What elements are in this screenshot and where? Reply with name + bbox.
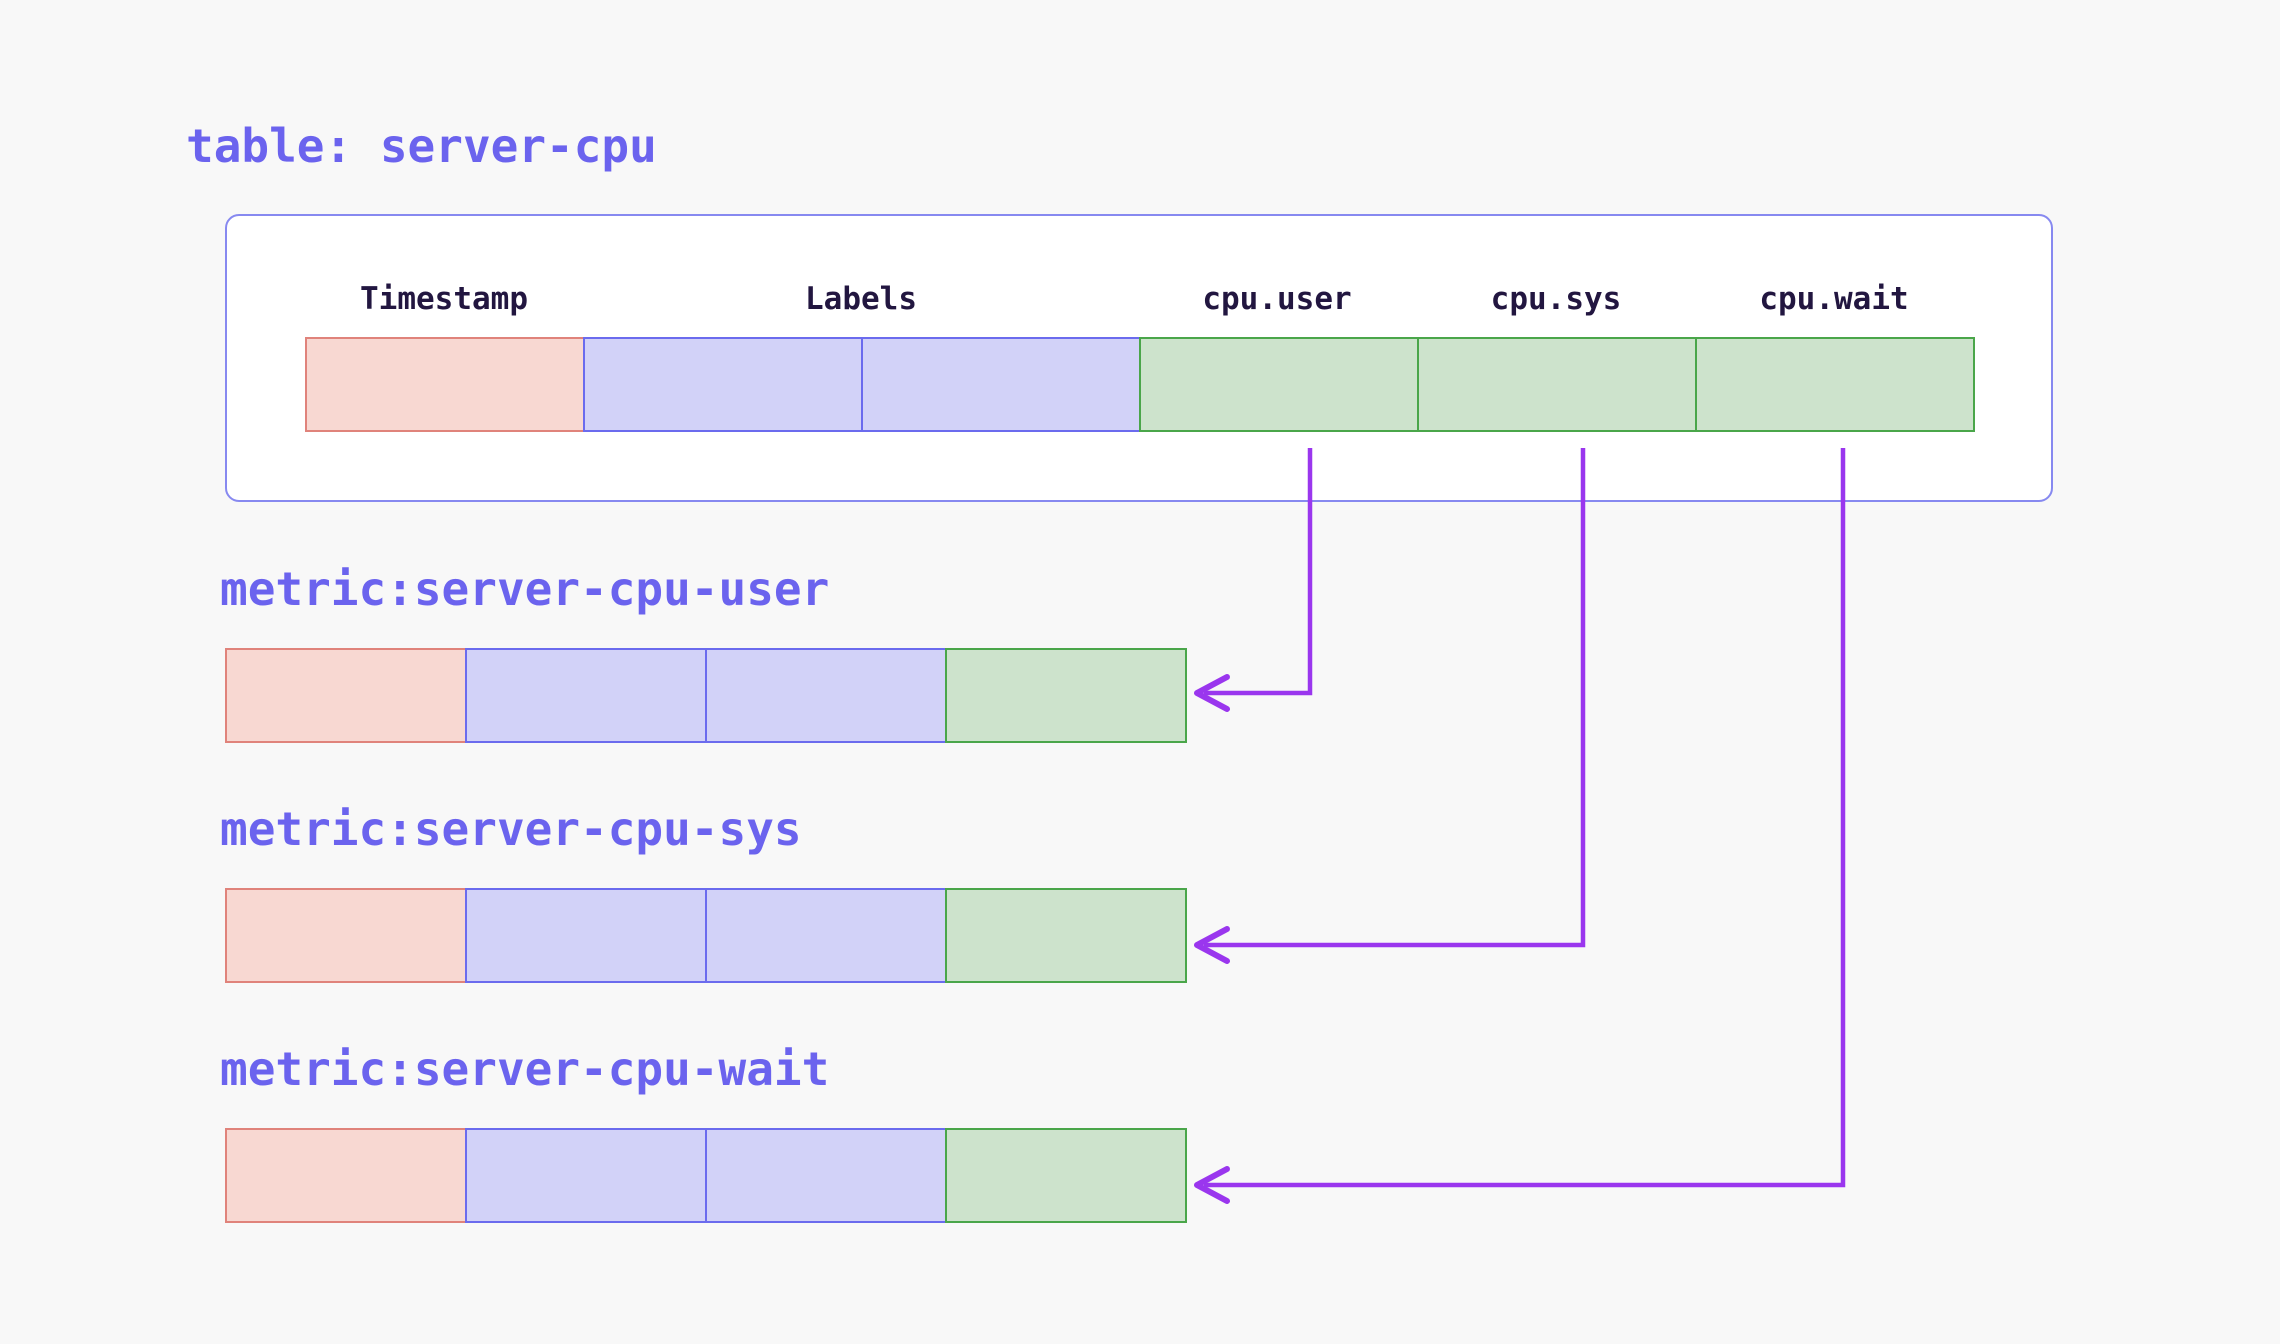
cell-timestamp (225, 888, 467, 983)
arrow-cpu-sys-head-icon (1194, 926, 1230, 964)
metric-title-wait: metric:server-cpu-wait (220, 1042, 830, 1096)
cell-labels (861, 337, 1141, 432)
metric-row-user (225, 648, 1187, 743)
cell-labels (705, 1128, 947, 1223)
arrow-cpu-sys-shaft (1204, 448, 1586, 948)
cell-timestamp (225, 648, 467, 743)
cell-labels (705, 888, 947, 983)
cell-values (1417, 337, 1697, 432)
metric-title-user: metric:server-cpu-user (220, 562, 830, 616)
cell-timestamp (225, 1128, 467, 1223)
cell-labels (465, 1128, 707, 1223)
cell-values (945, 888, 1187, 983)
cell-labels (465, 888, 707, 983)
arrow-cpu-wait-head-icon (1194, 1166, 1230, 1204)
cell-values (1695, 337, 1975, 432)
column-header-cpu-sys: cpu.sys (1490, 281, 1622, 317)
table-row (305, 337, 1975, 432)
arrow-cpu-user-head-icon (1194, 674, 1230, 712)
table-title: table: server-cpu (186, 119, 657, 173)
arrow-cpu-wait-shaft (1204, 448, 1846, 1188)
cell-labels (465, 648, 707, 743)
cell-values (945, 648, 1187, 743)
cell-labels (583, 337, 863, 432)
cell-values (945, 1128, 1187, 1223)
cell-values (1139, 337, 1419, 432)
metric-row-sys (225, 888, 1187, 983)
column-header-timestamp: Timestamp (360, 281, 528, 317)
column-header-cpu-user: cpu.user (1202, 281, 1352, 317)
column-header-labels: Labels (805, 281, 917, 317)
metric-row-wait (225, 1128, 1187, 1223)
metric-title-sys: metric:server-cpu-sys (220, 802, 802, 856)
cell-labels (705, 648, 947, 743)
cell-timestamp (305, 337, 585, 432)
column-header-cpu-wait: cpu.wait (1759, 281, 1909, 317)
